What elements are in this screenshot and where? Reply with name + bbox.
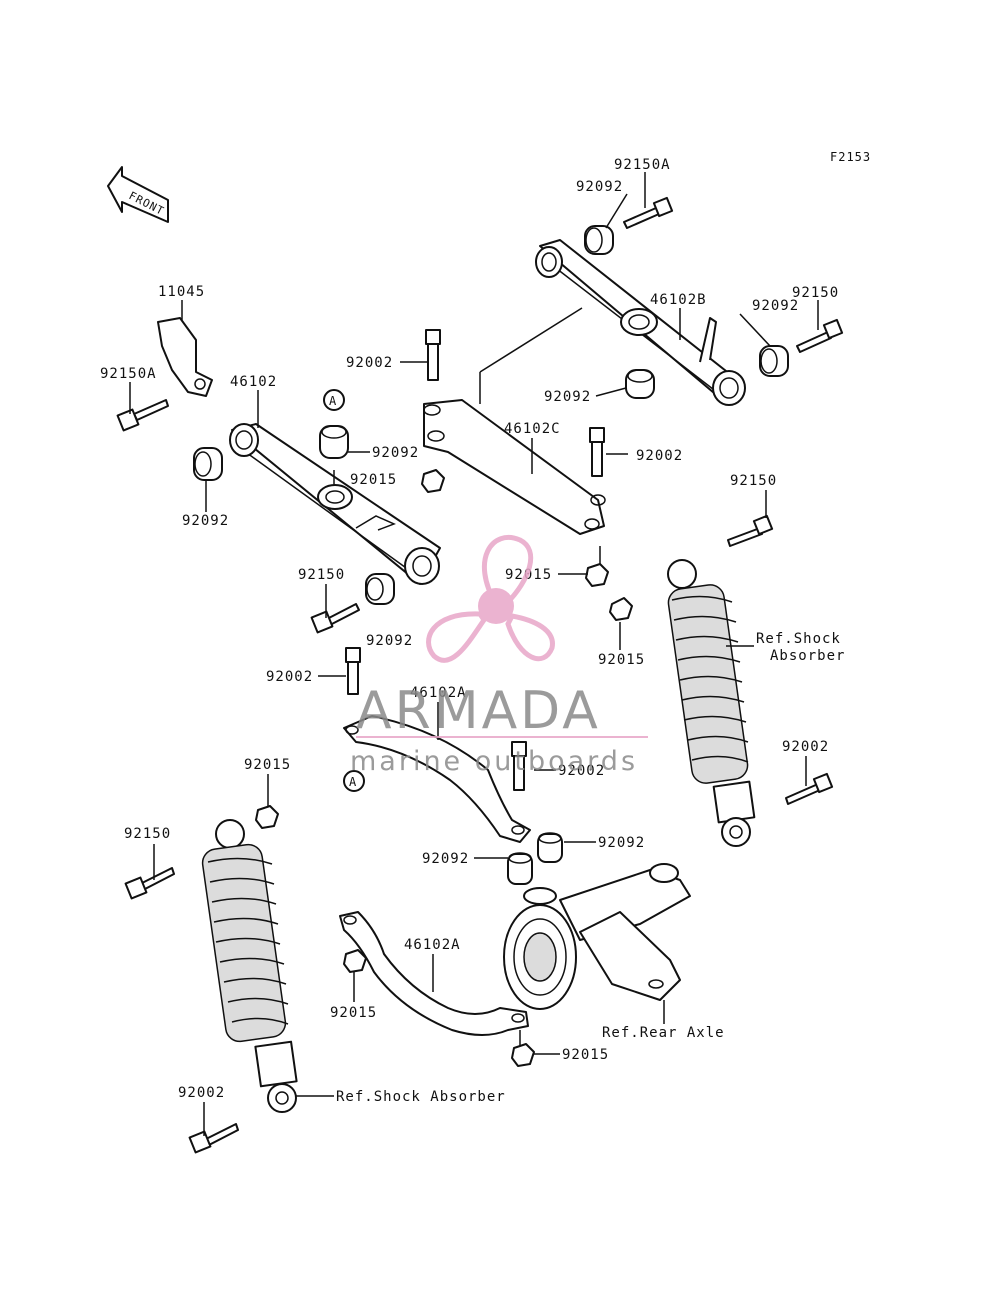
- shock-absorber-right: [667, 559, 756, 847]
- watermark-tagline: marine outboards: [350, 746, 638, 777]
- bolt-92002-bottom: [188, 1123, 239, 1154]
- bolt-92002-center: [511, 741, 527, 791]
- label-92015-right: 92015: [598, 652, 645, 668]
- armada-watermark: ARMADA marine outboards: [350, 535, 648, 777]
- label-92150a-left: 92150A: [100, 366, 157, 382]
- ref-rear-axle: Ref.Rear Axle: [602, 1025, 725, 1041]
- bushing-92092-lowl: [507, 852, 533, 885]
- nut-92015-mid: [585, 563, 609, 587]
- label-92002-center: 92002: [558, 763, 605, 779]
- label-92150-topright: 92150: [792, 285, 839, 301]
- label-92092-bushing: 92092: [366, 633, 413, 649]
- link-46102a-lower: [339, 911, 529, 1036]
- label-92092-top: 92092: [576, 179, 623, 195]
- label-92150-low: 92150: [124, 826, 171, 842]
- bolt-92002-c: [589, 427, 605, 477]
- nut-92015-right: [609, 597, 633, 621]
- nut-92015-low: [343, 949, 367, 973]
- bushing-92092-mid: [625, 369, 655, 399]
- figure-code: F2153: [830, 150, 871, 164]
- front-arrow-icon: FRONT: [107, 166, 169, 223]
- callout-a-bottom: A: [343, 770, 365, 792]
- rear-axle-housing: [503, 863, 691, 1010]
- label-92150-mid: 92150: [298, 567, 345, 583]
- callout-a-bottom-letter: A: [349, 775, 357, 789]
- bracket-11045: [157, 317, 213, 397]
- nut-92015-top-left-shock: [255, 805, 279, 829]
- bolt-92150-right: [727, 514, 774, 547]
- label-92002-c: 92002: [636, 448, 683, 464]
- label-92150-right: 92150: [730, 473, 777, 489]
- part-labels: 11045 92150A 92150A 92092 46102B 92150 9…: [100, 157, 839, 1101]
- bushing-92092-a: [319, 425, 349, 459]
- bolt-92150-topright: [796, 318, 844, 353]
- label-46102a-top: 46102A: [410, 685, 467, 701]
- label-92092-a: 92092: [372, 445, 419, 461]
- label-46102a-low: 46102A: [404, 937, 461, 953]
- watermark-underline: [356, 736, 648, 738]
- bolt-92150-low: [124, 867, 175, 900]
- propeller-logo-icon: [426, 535, 555, 663]
- leader-lines: [129, 172, 819, 1136]
- label-92002-shock-right: 92002: [782, 739, 829, 755]
- label-92002-left: 92002: [266, 669, 313, 685]
- label-46102: 46102: [230, 374, 277, 390]
- label-92015-a: 92015: [350, 472, 397, 488]
- bushing-92092-top: [584, 225, 614, 255]
- bolt-92002-top: [425, 329, 441, 381]
- label-92002-bottom: 92002: [178, 1085, 225, 1101]
- swing-arm-46102b: [535, 239, 746, 406]
- label-46102b: 46102B: [650, 292, 707, 308]
- label-92015-axle: 92015: [562, 1047, 609, 1063]
- label-92092-mid: 92092: [544, 389, 591, 405]
- label-92092-right: 92092: [752, 298, 799, 314]
- bushing-92092-lowr: [537, 832, 563, 863]
- label-92092-lowr: 92092: [598, 835, 645, 851]
- callout-a-top: A: [323, 389, 345, 411]
- bushing-92092-right: [759, 345, 789, 377]
- label-46102c: 46102C: [504, 421, 561, 437]
- label-92002-top: 92002: [346, 355, 393, 371]
- ref-shock-right-line1: Ref.Shock: [756, 631, 841, 647]
- label-92150a-top: 92150A: [614, 157, 671, 173]
- bushing-92092-bushing: [365, 573, 395, 605]
- bolt-92002-left: [345, 647, 361, 695]
- label-92015-low: 92015: [244, 757, 291, 773]
- callout-a-top-letter: A: [329, 394, 337, 408]
- bolt-92150a-top: [623, 196, 674, 229]
- label-92092-left: 92092: [182, 513, 229, 529]
- ref-shock-bottom: Ref.Shock Absorber: [336, 1089, 506, 1105]
- shock-absorber-left: [201, 819, 298, 1113]
- label-11045: 11045: [158, 284, 205, 300]
- bolt-92002-shock-right: [785, 772, 834, 805]
- label-92092-lowl: 92092: [422, 851, 469, 867]
- bolt-92150-mid: [310, 603, 360, 634]
- swing-arm-46102: [229, 423, 441, 585]
- ref-shock-right-line2: Absorber: [770, 648, 845, 664]
- bolt-92150a-left: [116, 399, 169, 432]
- nut-92015-under-46102c: [421, 469, 445, 493]
- nut-92015-axle: [511, 1043, 535, 1067]
- link-46102c: [423, 399, 606, 535]
- reference-labels: Ref.Shock Absorber Ref.Rear Axle Ref.Sho…: [336, 631, 845, 1105]
- bushing-92092-left: [193, 447, 223, 481]
- link-46102a-upper: [343, 715, 531, 843]
- watermark-brand: ARMADA: [356, 681, 601, 741]
- label-92015-bottom: 92015: [330, 1005, 377, 1021]
